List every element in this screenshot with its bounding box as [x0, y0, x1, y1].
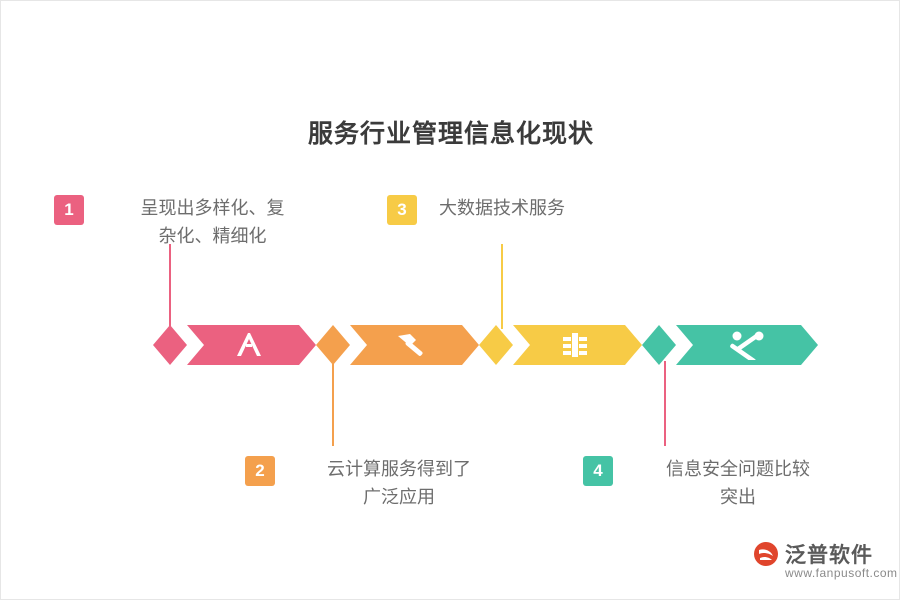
step-number-1: 1	[54, 195, 84, 225]
logo-website-url: www.fanpusoft.com	[785, 566, 898, 580]
step-text-1: 呈现出多样化、复 杂化、精细化	[140, 198, 285, 246]
page-title: 服务行业管理信息化现状	[307, 120, 594, 148]
step-text-2: 云计算服务得到了 广泛应用	[327, 459, 471, 507]
chevron-diamond-1	[153, 325, 187, 365]
hammer-icon	[392, 330, 432, 365]
chevron-diamond-2	[316, 325, 350, 365]
wrench-icon	[555, 330, 595, 365]
logo-company-name: 泛普软件	[785, 544, 873, 567]
step-text-3: 大数据技术服务	[439, 198, 565, 218]
chevron-diamond-4	[642, 325, 676, 365]
step-number-4: 4	[583, 456, 613, 486]
connector-line-1	[169, 244, 171, 329]
connector-line-2	[332, 361, 334, 446]
step-number-2: 2	[245, 456, 275, 486]
process-chevron-band	[153, 321, 818, 369]
connector-line-3	[501, 244, 503, 329]
fanpu-logo-icon	[753, 541, 779, 567]
hand-tool-icon	[229, 330, 269, 365]
connector-line-4	[664, 361, 666, 446]
chevron-diamond-3	[479, 325, 513, 365]
hammer-wrench-icon	[728, 330, 768, 365]
step-text-4: 信息安全问题比较 突出	[666, 459, 810, 507]
step-number-3: 3	[387, 195, 417, 225]
chevron-bar-2	[350, 325, 479, 365]
brand-logo: 泛普软件 www.fanpusoft.com	[753, 539, 897, 585]
